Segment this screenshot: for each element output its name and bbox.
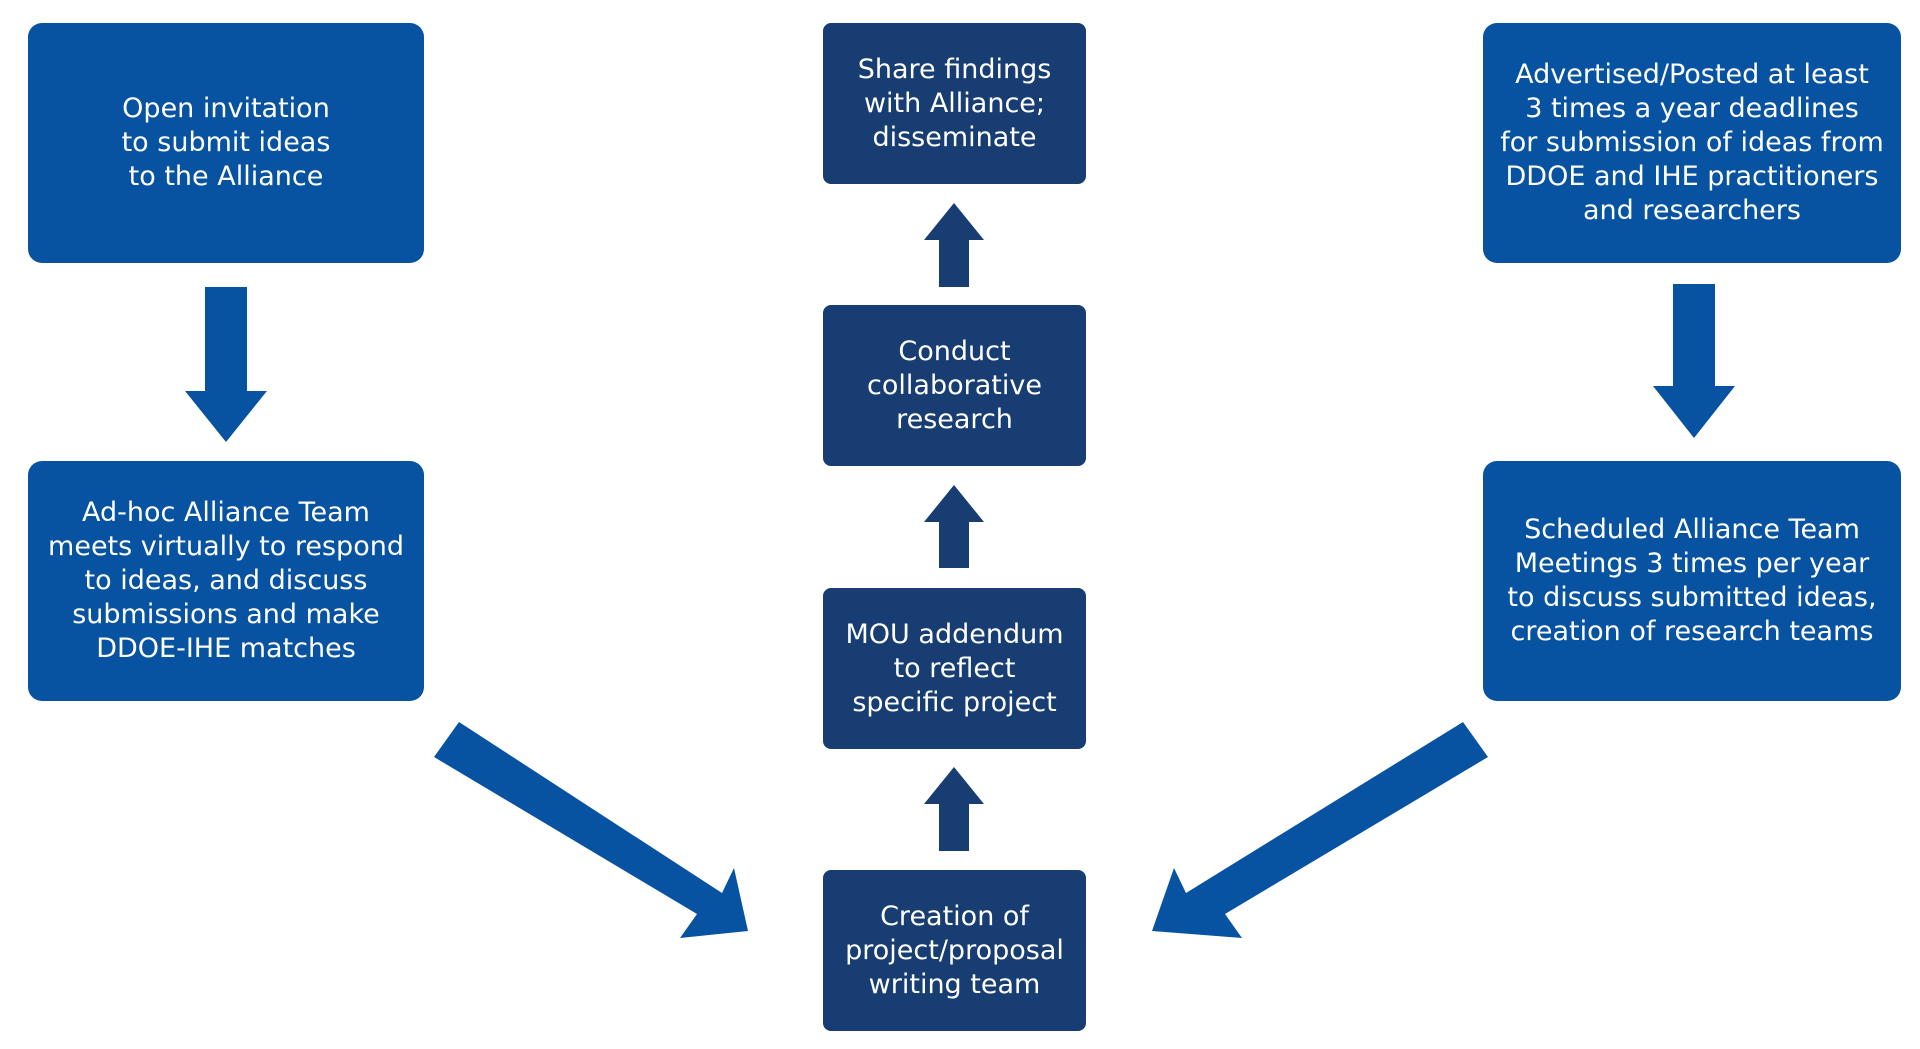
creation-team-box: Creation of project/proposal writing tea…	[823, 870, 1086, 1031]
arrow-right-diagonal	[1152, 722, 1488, 938]
arrow-left-diagonal	[434, 722, 748, 938]
adhoc-team-box: Ad-hoc Alliance Team meets virtually to …	[28, 461, 424, 701]
arrow-center-up-1	[924, 767, 984, 851]
mou-addendum-box: MOU addendum to reflect specific project	[823, 588, 1086, 749]
arrow-left-down	[185, 287, 267, 442]
open-invitation-box: Open invitation to submit ideas to the A…	[28, 23, 424, 263]
scheduled-meetings-box: Scheduled Alliance Team Meetings 3 times…	[1483, 461, 1901, 701]
advertised-box: Advertised/Posted at least 3 times a yea…	[1483, 23, 1901, 263]
arrow-right-down	[1653, 284, 1735, 438]
conduct-research-box: Conduct collaborative research	[823, 305, 1086, 466]
share-findings-box: Share findings with Alliance; disseminat…	[823, 23, 1086, 184]
arrow-center-up-2	[924, 485, 984, 568]
arrow-center-up-3	[924, 203, 984, 287]
